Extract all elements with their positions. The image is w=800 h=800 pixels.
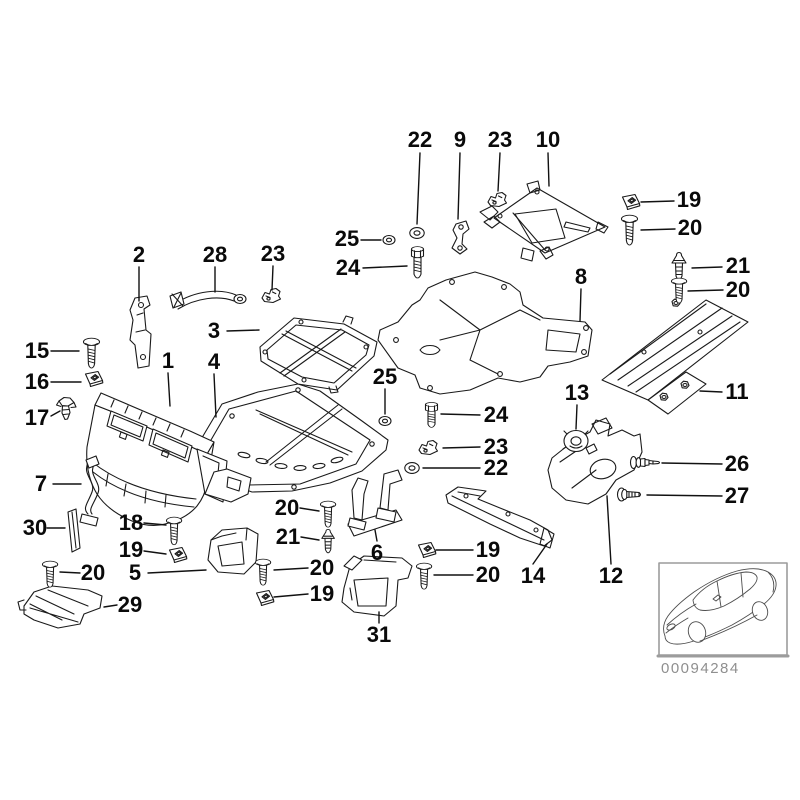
car-silhouette xyxy=(663,568,777,645)
part-21-rivet-right xyxy=(671,251,687,281)
part-23-clip-left xyxy=(261,287,282,304)
part-17-expansion-clip xyxy=(55,396,77,421)
part-19-nutclip-left xyxy=(168,546,188,564)
part-12-bracket xyxy=(547,417,643,505)
callout-17: 17 xyxy=(24,405,50,430)
callout-7: 7 xyxy=(34,471,48,496)
callout-1: 1 xyxy=(161,348,175,373)
callout-10: 10 xyxy=(535,127,561,152)
callout-16: 16 xyxy=(24,369,50,394)
part-7-strip-bracket xyxy=(79,455,100,527)
callout-3: 3 xyxy=(207,318,221,343)
part-9-link xyxy=(451,220,470,255)
callout-21-a: 21 xyxy=(725,253,751,278)
part-28-strap xyxy=(169,290,247,310)
callout-30: 30 xyxy=(22,515,48,540)
callout-12: 12 xyxy=(598,563,624,588)
callout-11: 11 xyxy=(725,379,749,404)
car-inset-frame xyxy=(658,562,788,656)
part-19-nutclip-center xyxy=(417,541,437,559)
callout-22-b: 22 xyxy=(483,455,509,480)
callout-19-b: 19 xyxy=(118,537,144,562)
callout-25-a: 25 xyxy=(334,226,360,251)
callout-25-b: 25 xyxy=(372,364,398,389)
part-20-screw-center2 xyxy=(254,558,272,586)
leader-lines xyxy=(46,152,724,624)
callout-27: 27 xyxy=(724,483,750,508)
part-23-clip-top xyxy=(487,191,508,208)
callout-21-b: 21 xyxy=(275,524,301,549)
part-20-screw-topright xyxy=(620,214,639,246)
callout-14: 14 xyxy=(520,563,546,588)
callout-26: 26 xyxy=(724,451,750,476)
part-6-bracket xyxy=(347,469,403,537)
callout-23-c: 23 xyxy=(483,434,509,459)
part-27-bolt xyxy=(616,487,642,502)
callout-24-b: 24 xyxy=(483,402,509,427)
callout-29: 29 xyxy=(117,592,143,617)
part-19-nutclip-topright xyxy=(621,193,641,211)
part-14-sill-strip xyxy=(445,486,555,549)
part-20-screw-center1 xyxy=(319,500,337,528)
callout-20-d: 20 xyxy=(274,495,300,520)
callout-15: 15 xyxy=(24,338,50,363)
part-11-side-panel xyxy=(601,298,749,415)
callout-13: 13 xyxy=(564,380,590,405)
callout-2: 2 xyxy=(132,242,146,267)
callout-6: 6 xyxy=(370,540,384,565)
callout-4: 4 xyxy=(207,349,221,374)
callout-20-a: 20 xyxy=(677,215,703,240)
part-21-rivet-center xyxy=(321,528,335,554)
part-4-underbody-panel xyxy=(195,383,389,493)
part-1-front-support xyxy=(86,392,252,527)
part-20-screw-center3 xyxy=(415,562,433,590)
callout-19-d: 19 xyxy=(475,537,501,562)
part-30-strip xyxy=(67,508,81,553)
part-22-grommet-mid xyxy=(404,462,420,474)
callout-23-b: 23 xyxy=(260,241,286,266)
part-16-nutclip xyxy=(84,370,104,388)
callout-28: 28 xyxy=(202,242,228,267)
callout-19-a: 19 xyxy=(676,187,702,212)
callout-8: 8 xyxy=(574,264,588,289)
callout-20-c: 20 xyxy=(80,560,106,585)
callout-5: 5 xyxy=(128,560,142,585)
callout-24-a: 24 xyxy=(335,255,361,280)
part-25-washer-top xyxy=(382,234,396,246)
part-20-screw-left xyxy=(41,560,59,588)
part-2-bracket xyxy=(129,295,152,369)
callout-19-c: 19 xyxy=(309,581,335,606)
part-24-bolt-mid xyxy=(424,401,439,428)
part-25-washer-mid xyxy=(378,415,392,427)
callout-20-b: 20 xyxy=(725,277,751,302)
part-22-grommet-top xyxy=(409,227,425,239)
part-19-nutclip-center2 xyxy=(255,589,275,607)
part-24-bolt-top xyxy=(410,246,425,279)
part-23-clip-mid xyxy=(418,439,439,456)
callout-23-a: 23 xyxy=(487,127,513,152)
part-15-screw xyxy=(82,337,101,369)
car-inset xyxy=(656,562,790,658)
part-31-duct-box xyxy=(341,555,413,617)
diagram-image-code: 00094284 xyxy=(661,660,740,677)
part-26-push-rivet xyxy=(629,455,661,470)
part-8-engine-shield xyxy=(377,271,593,395)
part-18-screw xyxy=(165,516,183,546)
part-10-plate xyxy=(479,180,609,262)
callout-31: 31 xyxy=(366,622,392,647)
callout-9: 9 xyxy=(453,127,467,152)
part-13-cap xyxy=(562,429,589,453)
callout-18: 18 xyxy=(118,510,144,535)
callout-20-e: 20 xyxy=(309,555,335,580)
part-5-bracket xyxy=(207,527,259,575)
part-3-panel xyxy=(259,315,378,394)
part-29-air-duct xyxy=(17,585,103,629)
callout-22-a: 22 xyxy=(407,127,433,152)
callout-20-f: 20 xyxy=(475,562,501,587)
